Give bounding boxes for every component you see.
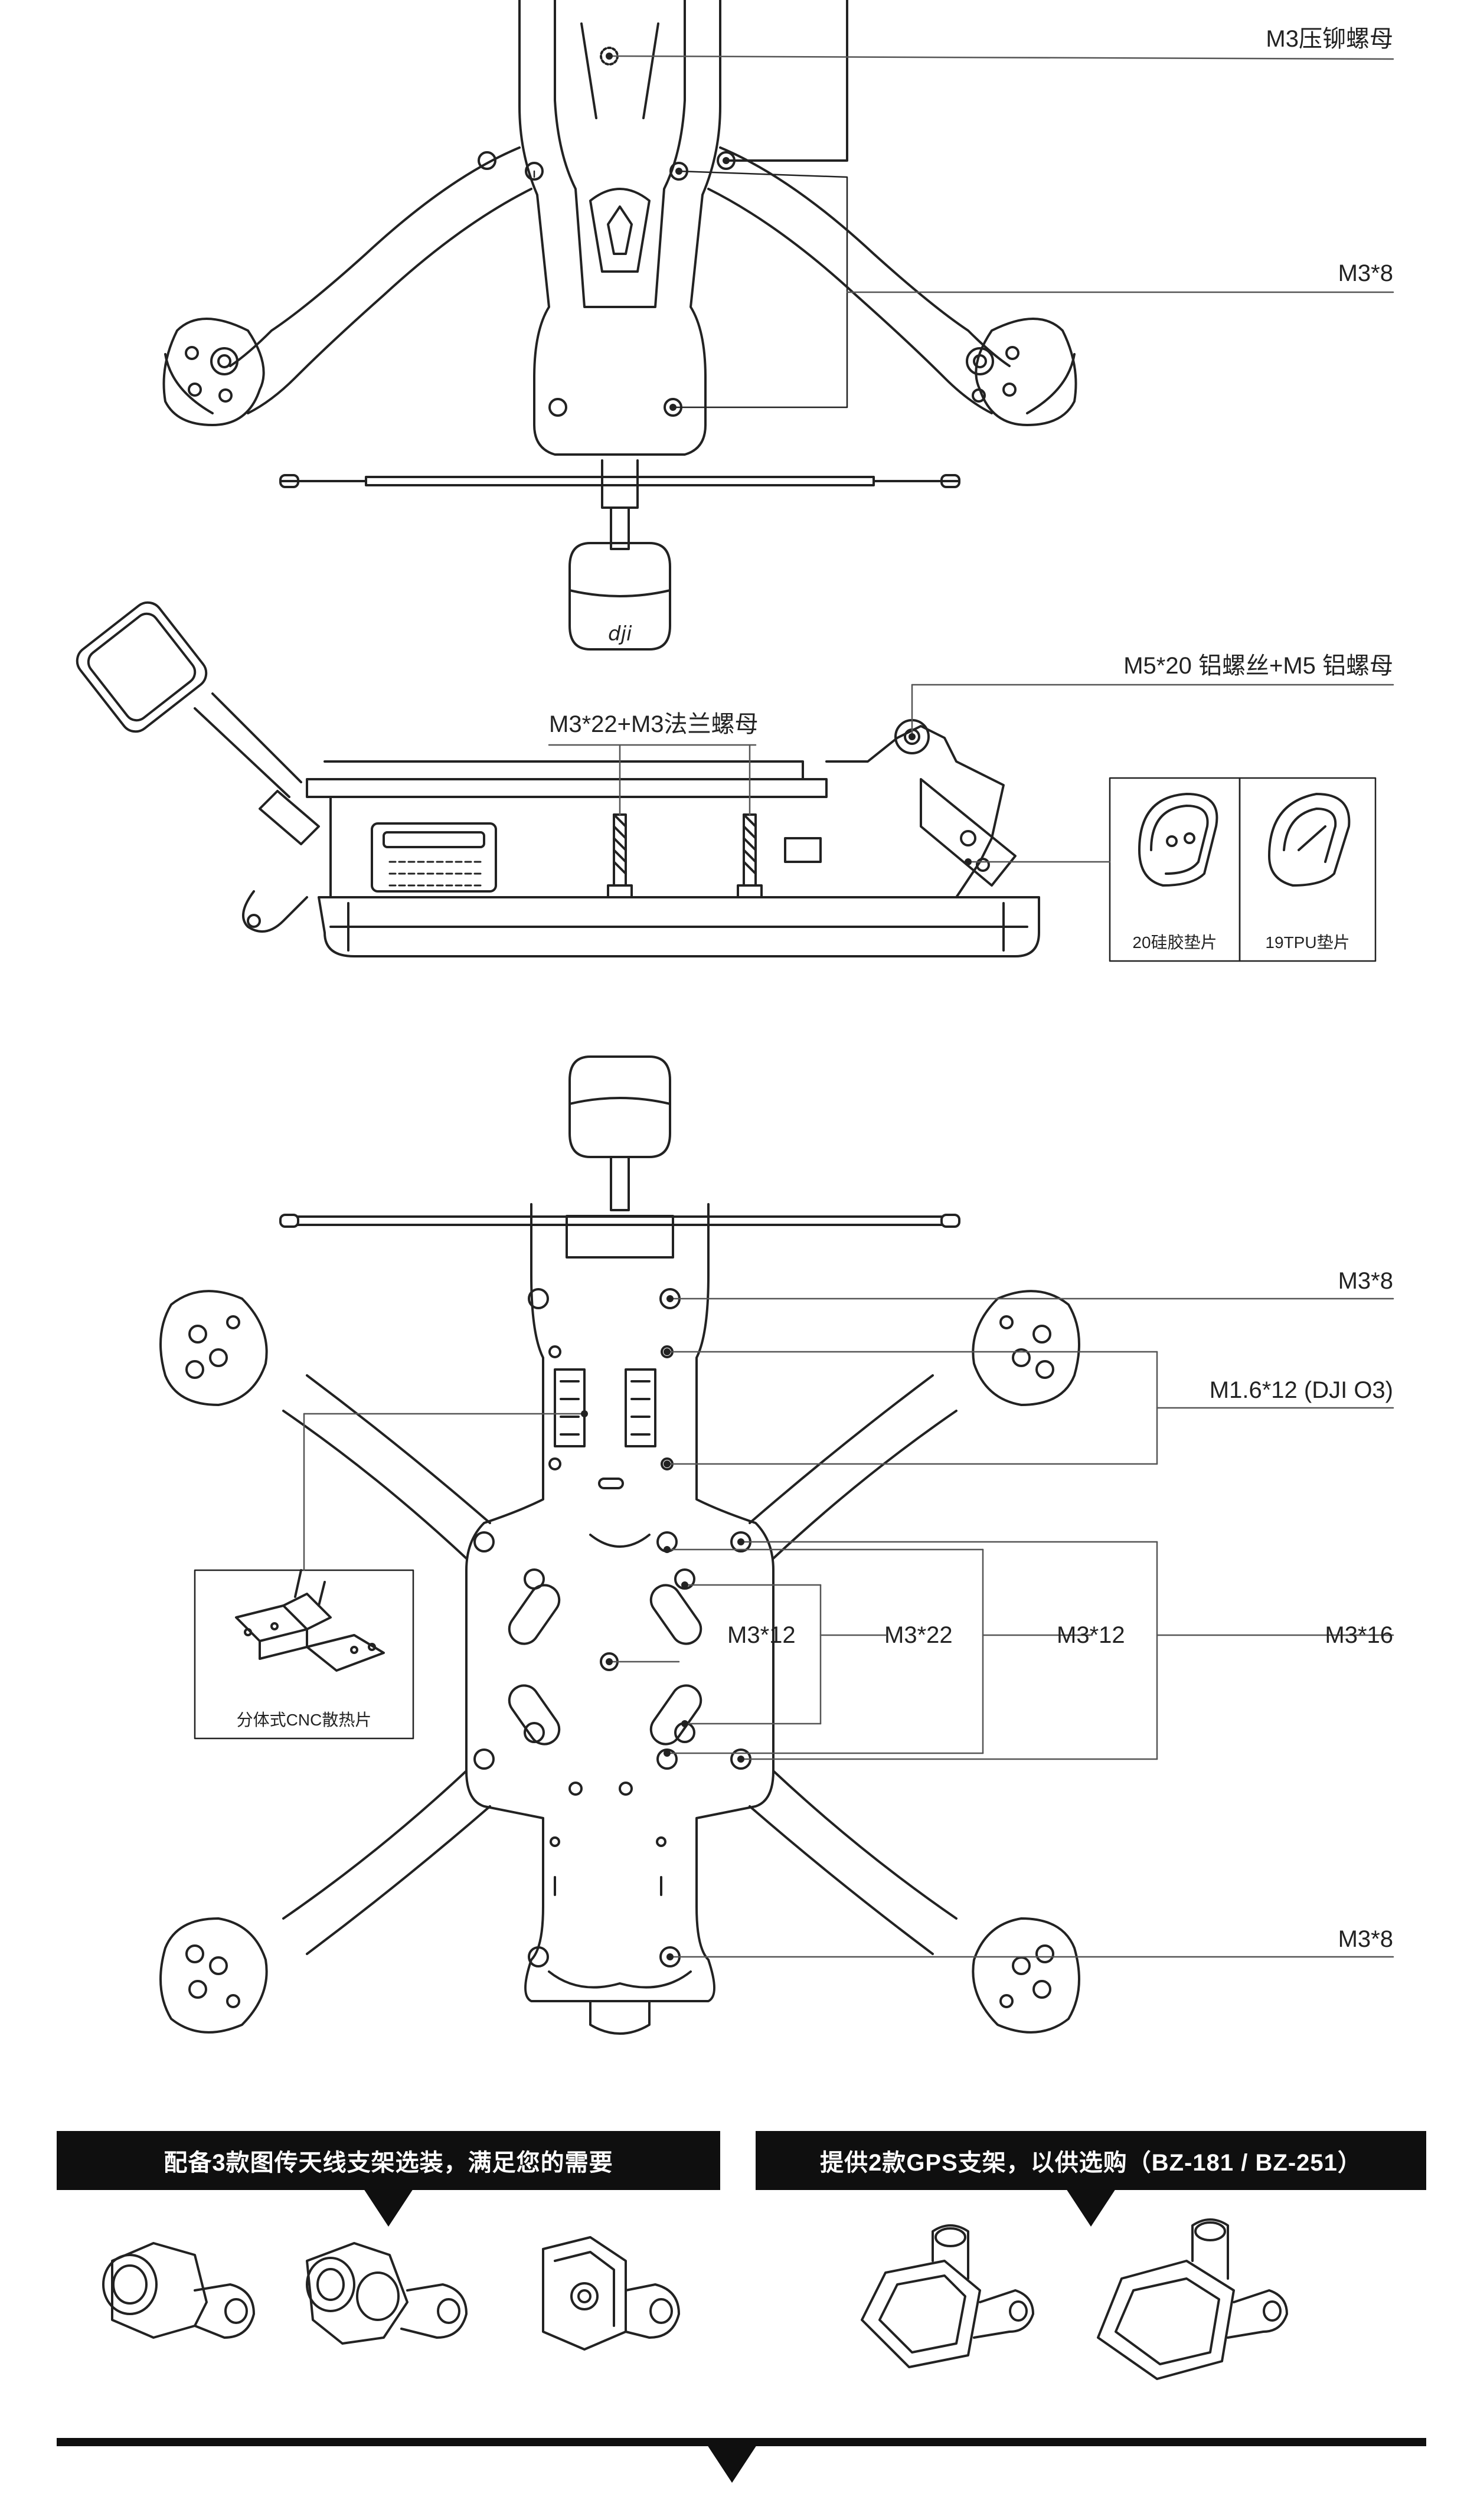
- bottom-view-frame: [159, 1055, 1080, 2035]
- banner-notch: [1066, 2189, 1116, 2227]
- side-view-inset: [1109, 777, 1377, 962]
- top-view-frame: dji: [162, 0, 1077, 651]
- dji-logo: dji: [608, 622, 632, 646]
- label-rivet-nut: M3压铆螺母: [1266, 26, 1393, 52]
- motor-mount-fl: [159, 1290, 268, 1406]
- label-silicone-pad: 20硅胶垫片: [1132, 933, 1217, 952]
- label-m3x12-inner: M3*12: [727, 1622, 796, 1648]
- label-m5-screw: M5*20 铝螺丝+M5 铝螺母: [1123, 653, 1393, 679]
- label-m3x16: M3*16: [1325, 1622, 1393, 1648]
- bottom-view-leaders: [303, 1295, 1394, 1960]
- top-view-leaders: [606, 53, 1394, 411]
- banner-antenna-mounts: 配备3款图传天线支架选装，满足您的需要: [57, 2131, 720, 2227]
- label-top-m3x8: M3*8: [1338, 260, 1393, 286]
- footer-divider: [57, 2438, 1426, 2446]
- banner-gps-mounts: 提供2款GPS支架，以供选购（BZ-181 / BZ-251）: [756, 2131, 1426, 2227]
- label-bottom-m3x8-bottom: M3*8: [1338, 1926, 1393, 1952]
- motor-mount-rl: [159, 1917, 268, 2034]
- label-bottom-m3x8-top: M3*8: [1338, 1268, 1393, 1294]
- banner-gps-text: 提供2款GPS支架，以供选购（BZ-181 / BZ-251）: [820, 2150, 1362, 2176]
- label-tpu-pad: 19TPU垫片: [1265, 933, 1350, 952]
- banner-notch: [364, 2189, 413, 2227]
- antenna-mounts: [102, 2236, 680, 2351]
- motor-mount-rr: [972, 1917, 1080, 2034]
- footer-notch: [707, 2445, 757, 2483]
- label-m3x12-outer: M3*12: [1057, 1622, 1125, 1648]
- banner-antenna-text: 配备3款图传天线支架选装，满足您的需要: [164, 2150, 613, 2176]
- label-standoff: M3*22+M3法兰螺母: [549, 711, 759, 737]
- label-m3x22: M3*22: [884, 1622, 953, 1648]
- label-heatsink: 分体式CNC散热片: [236, 1711, 372, 1729]
- gps-mounts: [861, 2218, 1288, 2380]
- label-dji-o3: M1.6*12 (DJI O3): [1209, 1377, 1393, 1403]
- side-view-leaders: [548, 684, 1394, 865]
- motor-mount-fr: [972, 1290, 1080, 1406]
- side-view-frame: [76, 601, 1040, 957]
